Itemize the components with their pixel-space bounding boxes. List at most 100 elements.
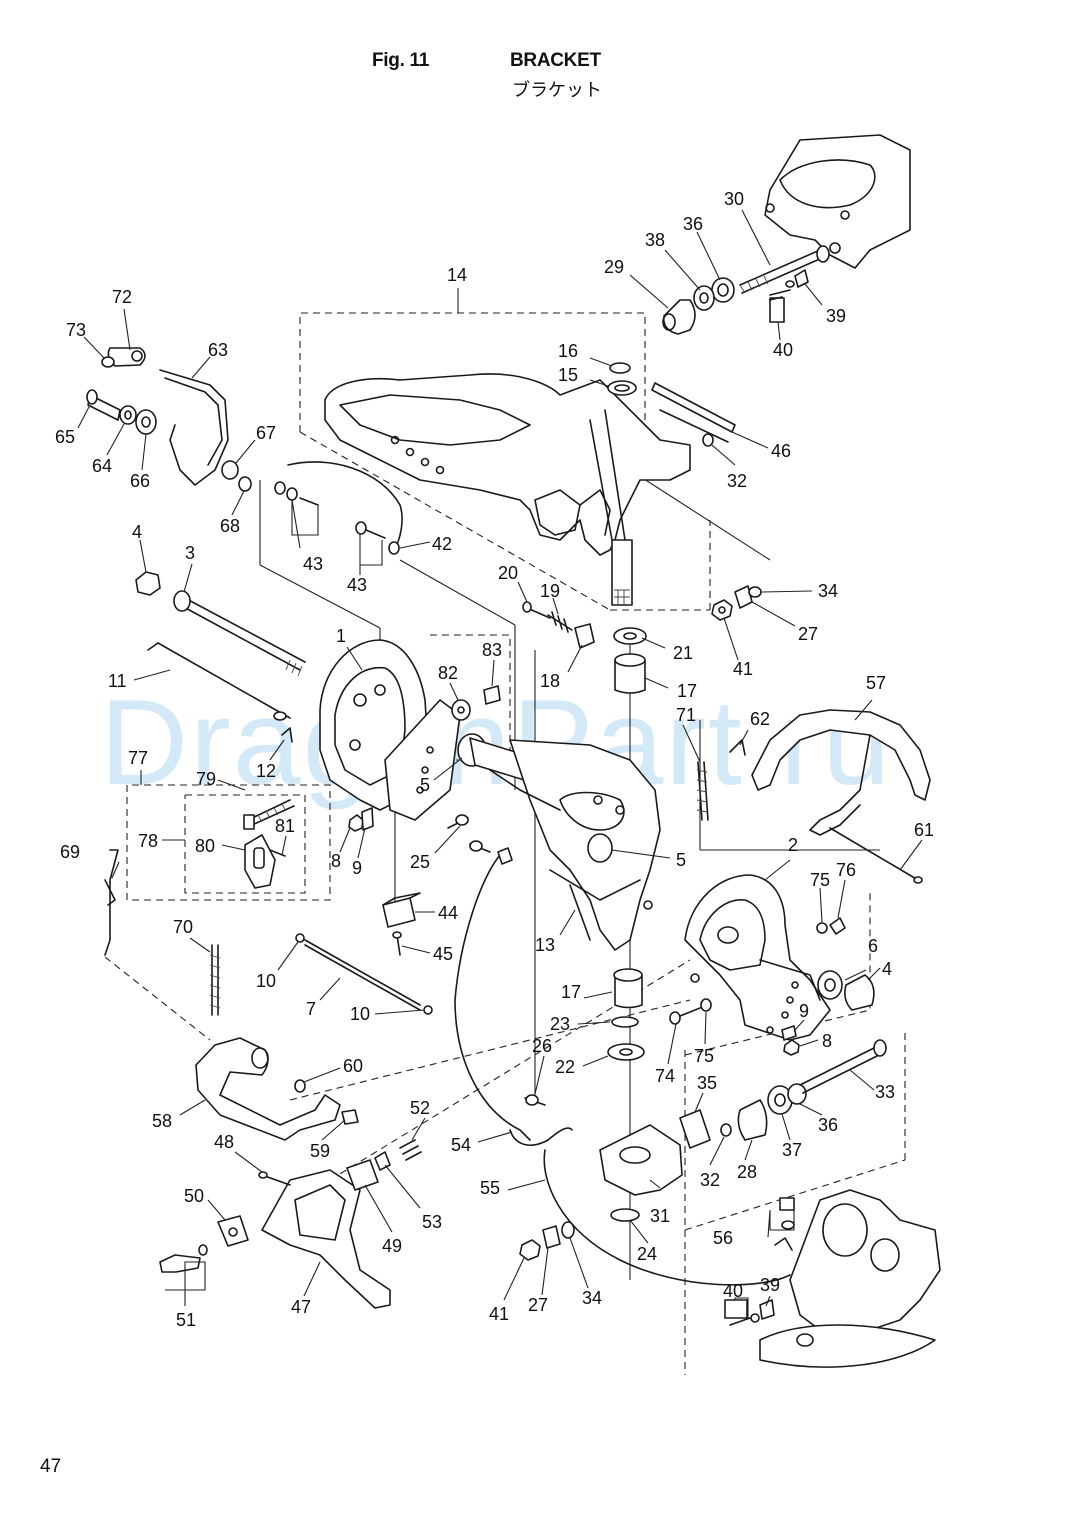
callout-39-lower: 39 [760, 1275, 780, 1295]
clamp-bracket-2-body [684, 874, 831, 1041]
clamp-2-plate-hole [786, 996, 794, 1004]
callout-8-right: 8 [822, 1031, 832, 1051]
mount-31 [599, 1124, 683, 1196]
leader-1 [346, 646, 363, 671]
callout-82: 82 [438, 663, 458, 683]
swivel-case-bore [559, 791, 625, 831]
bolt-30-thread [739, 275, 769, 294]
wire-42 [287, 461, 403, 549]
bolt-43b [365, 529, 386, 539]
callout-64: 64 [92, 456, 112, 476]
swivel-bracket-recess [339, 394, 531, 446]
bushing-28 [737, 1099, 768, 1141]
ring-24 [610, 1208, 640, 1222]
leader-7 [319, 977, 341, 1001]
leader-71 [682, 724, 701, 763]
plate-9-left [361, 807, 374, 831]
plate-50-hole [228, 1227, 238, 1237]
block-44-screw-45 [382, 892, 421, 956]
callout-8-left: 8 [331, 851, 341, 871]
callout-45: 45 [433, 944, 453, 964]
tilt-lever-parts-top-left [86, 347, 252, 492]
bolt-hole [829, 242, 841, 254]
callout-16: 16 [558, 341, 578, 361]
callout-66: 66 [130, 471, 150, 491]
bolt-30-shaft [741, 257, 823, 294]
leader-54 [477, 1131, 513, 1143]
callout-50: 50 [184, 1186, 204, 1206]
washer-75-lower [700, 998, 712, 1012]
callout-labels: 14 16 15 29 38 36 30 39 40 46 32 34 27 4… [55, 189, 934, 1330]
leader-36-lower [799, 1103, 823, 1116]
leader-5-left [433, 757, 463, 781]
spring-52 [399, 1139, 422, 1161]
spring-52-cap-53 [374, 1139, 422, 1171]
callout-32-top: 32 [727, 471, 747, 491]
rod-7 [304, 939, 421, 1006]
callout-65: 65 [55, 427, 75, 447]
callout-21: 21 [673, 643, 693, 663]
leader-69 [111, 861, 120, 879]
callout-10-right: 10 [350, 1004, 370, 1024]
handle-57-arm [809, 734, 871, 836]
group-77-box [126, 784, 331, 901]
leader-51 [165, 1261, 206, 1306]
clamp-bracket-2-plate [759, 959, 821, 1001]
bolt-33 [799, 1044, 884, 1094]
callout-10-left: 10 [256, 971, 276, 991]
bolt-hole [840, 210, 850, 220]
leader-9-right [794, 1019, 805, 1031]
nipple-26-head [525, 1094, 539, 1106]
spring-19 [547, 611, 573, 633]
callout-20: 20 [498, 563, 518, 583]
spring-70-coils [209, 954, 221, 1009]
washer-15-hole [614, 384, 630, 392]
leader-6 [844, 969, 867, 981]
washer-34-upper [748, 586, 762, 598]
leader-25 [434, 825, 461, 854]
leader-37 [781, 1113, 791, 1141]
bracket-hole [435, 465, 445, 475]
callout-7: 7 [306, 999, 316, 1019]
group-lower-box-top [684, 1159, 906, 1231]
washer-21-hole [623, 632, 637, 640]
washer-51 [198, 1244, 208, 1256]
grease-nipples-25 [447, 814, 491, 853]
lever-47-web [294, 1184, 346, 1241]
leader-39-top [804, 283, 823, 306]
cable-55-upper [454, 854, 531, 1141]
callout-36-top: 36 [683, 214, 703, 234]
clamp-hole [349, 739, 361, 751]
callout-9-right: 9 [799, 1001, 809, 1021]
leader-81 [281, 835, 287, 856]
lower-mount-assembly [599, 1039, 887, 1222]
callout-5-right: 5 [676, 850, 686, 870]
washer-39-upper [785, 280, 795, 288]
bolt-43a [299, 497, 319, 506]
washer-6 [817, 970, 843, 1000]
bolt-40-bracket [769, 297, 785, 323]
callout-3: 3 [185, 543, 195, 563]
callout-leaders [77, 209, 923, 1318]
leader-52 [411, 1117, 426, 1141]
steering-shaft-splines [614, 589, 630, 605]
leader-57 [854, 699, 873, 721]
callout-28: 28 [737, 1162, 757, 1182]
callout-61: 61 [914, 820, 934, 840]
washer-43c [355, 521, 367, 535]
clip-12 [281, 727, 293, 743]
leader-76 [837, 879, 846, 919]
bracket-rib [604, 409, 626, 541]
nut-washer-8-9-left [348, 807, 374, 832]
bushing-29 [662, 299, 696, 335]
washer-32-upper [702, 433, 714, 447]
callout-48: 48 [214, 1132, 234, 1152]
callout-72: 72 [112, 287, 132, 307]
bolt-51 [159, 1254, 201, 1273]
bolt-40-lower [729, 1317, 751, 1326]
nipple-25a-head [455, 814, 469, 826]
leader-82 [449, 682, 459, 701]
swivel-bracket-body [324, 373, 691, 556]
callout-36-lower: 36 [818, 1115, 838, 1135]
leader-42 [399, 541, 431, 549]
